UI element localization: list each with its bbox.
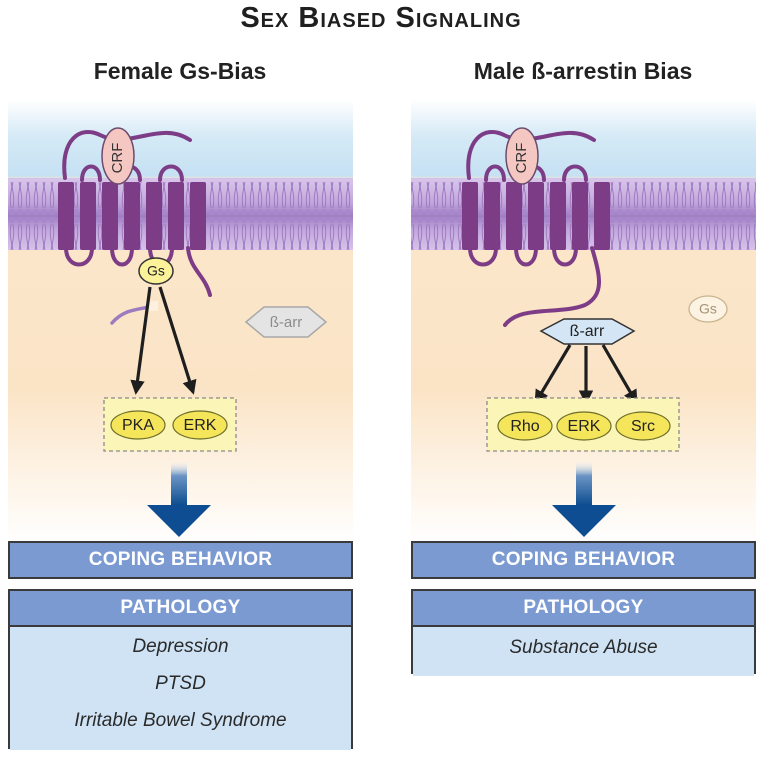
male-inactive-gs-label: Gs — [699, 301, 717, 317]
female-effector-pka — [110, 410, 166, 440]
female-coping-label: COPING BEHAVIOR — [10, 543, 351, 577]
female-coping-box: COPING BEHAVIOR — [8, 541, 353, 579]
female-gs-label: Gs — [147, 263, 165, 279]
male-active-barr — [539, 318, 636, 345]
female-effector-pka-label: PKA — [122, 417, 154, 434]
female-arrow-to-erk — [158, 286, 197, 395]
female-pathology-header: PATHOLOGY — [10, 591, 351, 627]
male-pathology-header: PATHOLOGY — [413, 591, 754, 627]
male-crf-receptor — [466, 130, 601, 327]
male-panel: CRF ß-arr Gs Rho ERK Src — [411, 100, 756, 545]
male-active-barr-label: ß-arr — [570, 323, 605, 340]
female-pathology-box: PATHOLOGY Depression PTSD Irritable Bowe… — [8, 589, 353, 750]
male-effector-src — [615, 411, 671, 441]
female-panel-heading: Female Gs-Bias — [93, 58, 267, 84]
male-panel-heading: Male ß-arrestin Bias — [473, 58, 693, 84]
male-effector-erk-label: ERK — [568, 418, 601, 435]
male-pathology-list: Substance Abuse — [413, 627, 754, 676]
female-transmembrane-helices — [58, 182, 206, 250]
female-effector-erk — [172, 410, 228, 440]
male-outcome-arrow — [552, 460, 616, 537]
female-pathology-item: PTSD — [155, 673, 206, 694]
male-transmembrane-helices — [462, 182, 610, 250]
main-title: Sex Biased Signaling — [240, 2, 522, 34]
male-pathology-item: Substance Abuse — [509, 637, 658, 658]
female-crf-ligand — [101, 127, 135, 185]
female-inactive-barr — [244, 306, 328, 338]
male-coping-label: COPING BEHAVIOR — [413, 543, 754, 577]
male-effector-src-label: Src — [631, 418, 655, 435]
female-panel: CRF Gs ß-arr PKA ERK — [8, 100, 353, 545]
female-inactive-barr-label: ß-arr — [270, 314, 303, 331]
male-crf-label: CRF — [513, 143, 530, 174]
female-gs-protein — [138, 257, 174, 285]
female-pathology-list: Depression PTSD Irritable Bowel Syndrome — [10, 627, 351, 750]
female-outcome-arrow — [147, 460, 211, 537]
female-effector-erk-label: ERK — [184, 417, 217, 434]
male-arrow-to-src — [601, 344, 638, 405]
male-inactive-gs — [688, 295, 728, 323]
male-effector-erk — [556, 411, 612, 441]
female-pathology-item: Depression — [132, 636, 229, 657]
female-pathology-item: Irritable Bowel Syndrome — [74, 710, 287, 731]
male-coping-box: COPING BEHAVIOR — [411, 541, 756, 579]
female-crf-label: CRF — [109, 143, 126, 174]
male-crf-ligand — [505, 127, 539, 185]
female-arrow-to-pka — [130, 286, 152, 395]
male-arrow-to-rho — [534, 344, 572, 405]
male-pathology-box: PATHOLOGY Substance Abuse — [411, 589, 756, 676]
male-effector-rho — [497, 411, 553, 441]
male-effector-rho-label: Rho — [510, 418, 539, 435]
